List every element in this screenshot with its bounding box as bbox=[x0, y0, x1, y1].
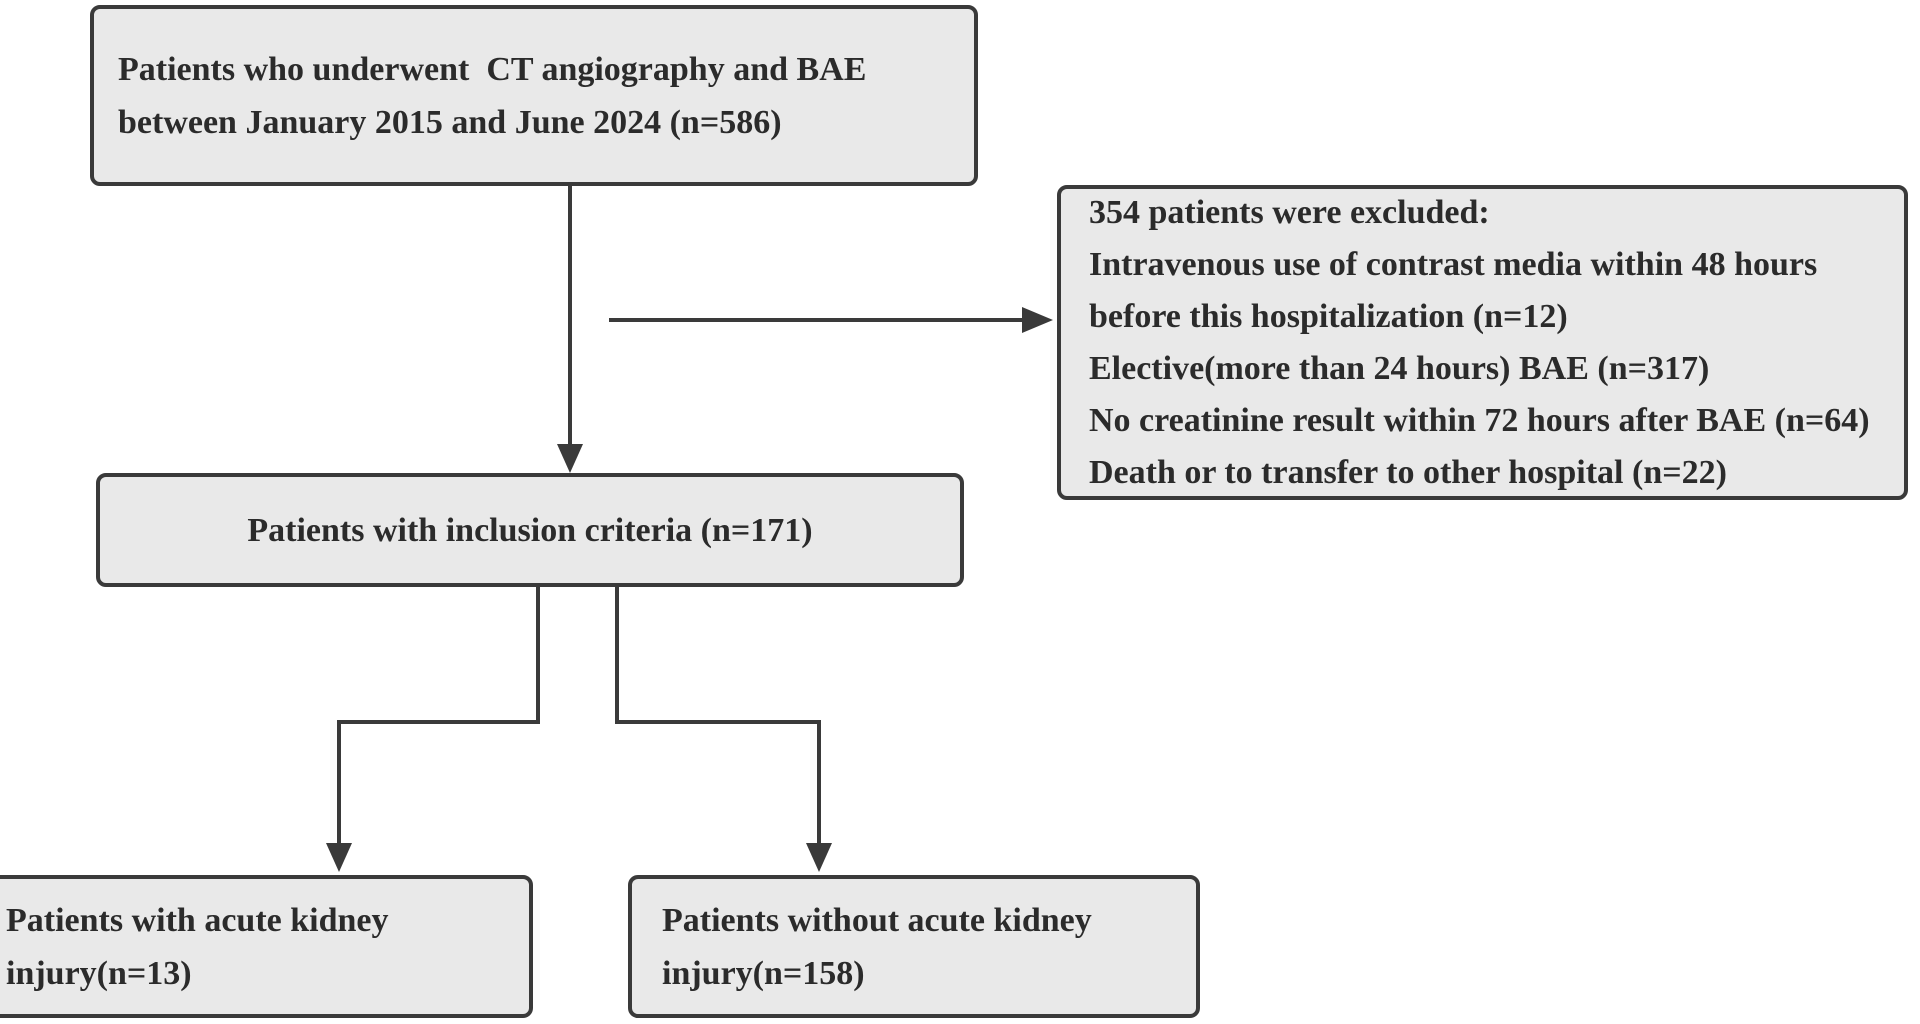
box-text-line: between January 2015 and June 2024 (n=58… bbox=[118, 103, 782, 141]
box-text-line: Patients who underwent CT angiography an… bbox=[118, 50, 867, 88]
box-text-line: injury(n=158) bbox=[662, 954, 865, 992]
connector-inclusion-to-no-aki bbox=[615, 587, 821, 845]
box-acute-kidney-injury: Patients with acute kidney injury(n=13) bbox=[0, 875, 533, 1018]
box-text-line: Patients with acute kidney bbox=[6, 901, 389, 939]
box-text-line: injury(n=13) bbox=[6, 954, 192, 992]
connector-inclusion-to-aki bbox=[337, 587, 540, 845]
box-text-line: Death or to transfer to other hospital (… bbox=[1089, 453, 1727, 491]
arrowhead-right-icon bbox=[1022, 307, 1053, 333]
box-source-patients: Patients who underwent CT angiography an… bbox=[90, 5, 978, 186]
box-text-line: Patients without acute kidney bbox=[662, 901, 1092, 939]
arrowhead-down-icon bbox=[326, 843, 352, 872]
box-text-line: Intravenous use of contrast media within… bbox=[1089, 245, 1818, 283]
box-text-line: Patients with inclusion criteria (n=171) bbox=[247, 511, 813, 549]
box-no-acute-kidney-injury: Patients without acute kidney injury(n=1… bbox=[628, 875, 1200, 1018]
box-text-line: 354 patients were excluded: bbox=[1089, 193, 1490, 231]
arrowhead-down-icon bbox=[557, 444, 583, 473]
box-text-line: before this hospitalization (n=12) bbox=[1089, 297, 1568, 335]
box-text-line: No creatinine result within 72 hours aft… bbox=[1089, 401, 1870, 439]
box-text-line: Elective(more than 24 hours) BAE (n=317) bbox=[1089, 349, 1710, 387]
arrowhead-down-icon bbox=[806, 843, 832, 872]
box-excluded-patients: 354 patients were excluded: Intravenous … bbox=[1057, 185, 1908, 500]
box-inclusion-criteria: Patients with inclusion criteria (n=171) bbox=[96, 473, 964, 587]
